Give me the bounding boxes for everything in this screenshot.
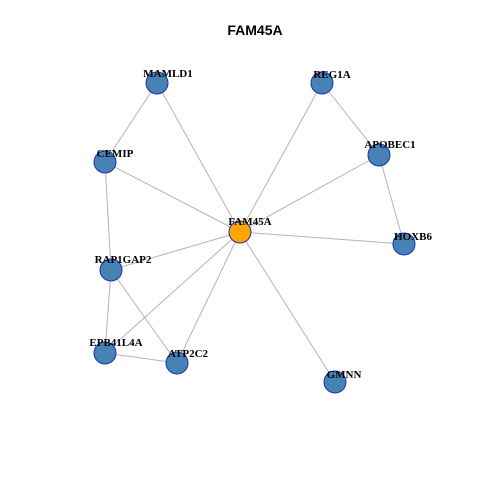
node-gmnn bbox=[323, 370, 347, 394]
node-fam45a bbox=[228, 220, 252, 244]
node-label-apobec1: APOBEC1 bbox=[364, 139, 415, 151]
edge-reg1a-apobec1 bbox=[321, 82, 380, 156]
node-label-rap1gap2: RAP1GAP2 bbox=[95, 254, 152, 266]
edge-mamld1-cemip bbox=[104, 82, 158, 163]
node-label-cemip: CEMIP bbox=[97, 148, 134, 160]
edge-apobec1-hoxb6 bbox=[378, 154, 405, 245]
edge-fam45a-rap1gap2 bbox=[110, 231, 241, 271]
node-atp2c2 bbox=[165, 351, 189, 375]
labels-layer: FAM45A MAMLD1 REG1A CEMIP APOBEC1HOXB6RAP1GA… bbox=[89, 68, 432, 381]
node-label-hoxb6: HOXB6 bbox=[394, 231, 432, 243]
edge-fam45a-atp2c2 bbox=[176, 231, 241, 364]
node-hoxb6 bbox=[392, 232, 416, 256]
node-epb41l4a bbox=[93, 341, 117, 365]
node-cemip bbox=[93, 150, 117, 174]
node-apobec1 bbox=[367, 143, 391, 167]
diagram-title: FAM45A bbox=[227, 22, 282, 38]
edge-fam45a-hoxb6 bbox=[239, 231, 405, 245]
node-label-gmnn: GMNN bbox=[327, 369, 362, 381]
edge-fam45a-apobec1 bbox=[239, 154, 380, 233]
edge-rap1gap2-epb41l4a bbox=[104, 269, 112, 354]
node-label-atp2c2: ATP2C2 bbox=[168, 348, 209, 360]
edge-fam45a-cemip bbox=[104, 161, 241, 233]
node-rap1gap2 bbox=[99, 258, 123, 282]
edge-rap1gap2-atp2c2 bbox=[110, 269, 178, 364]
node-label-mamld1: MAMLD1 bbox=[143, 68, 193, 80]
node-label-epb41l4a: EPB41L4A bbox=[89, 337, 142, 349]
nodes-layer bbox=[93, 71, 416, 394]
node-reg1a bbox=[310, 71, 334, 95]
edge-fam45a-epb41l4a bbox=[104, 231, 241, 354]
edge-fam45a-mamld1 bbox=[156, 82, 241, 233]
edge-fam45a-reg1a bbox=[239, 82, 323, 233]
edges-layer bbox=[104, 82, 405, 383]
node-label-fam45a: FAM45A bbox=[228, 216, 271, 228]
edge-epb41l4a-atp2c2 bbox=[104, 352, 178, 364]
edge-fam45a-gmnn bbox=[239, 231, 336, 383]
node-mamld1 bbox=[145, 71, 169, 95]
node-label-reg1a: REG1A bbox=[313, 69, 350, 81]
edge-cemip-rap1gap2 bbox=[104, 161, 112, 271]
